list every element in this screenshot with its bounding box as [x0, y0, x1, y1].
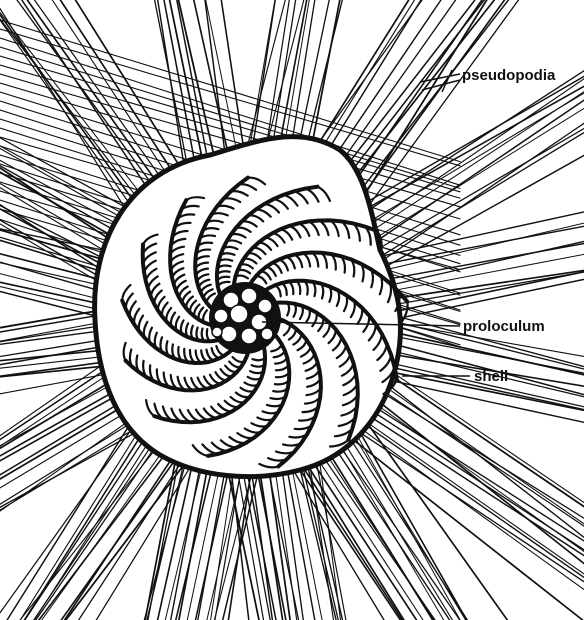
label-shell: shell [474, 368, 508, 385]
proloculum-bubble [230, 305, 248, 323]
proloculum-bubble [258, 299, 272, 313]
proloculum [209, 282, 281, 354]
proloculum-bubble [212, 327, 222, 337]
label-pseudopodia: pseudopodia [462, 67, 556, 84]
proloculum-bubble [221, 326, 237, 342]
label-proloculum: proloculum [463, 318, 545, 335]
proloculum-bubble [241, 288, 257, 304]
proloculum-bubble [261, 328, 273, 340]
proloculum-bubble [241, 328, 257, 344]
shell [95, 137, 408, 477]
proloculum-bubble [214, 309, 228, 323]
